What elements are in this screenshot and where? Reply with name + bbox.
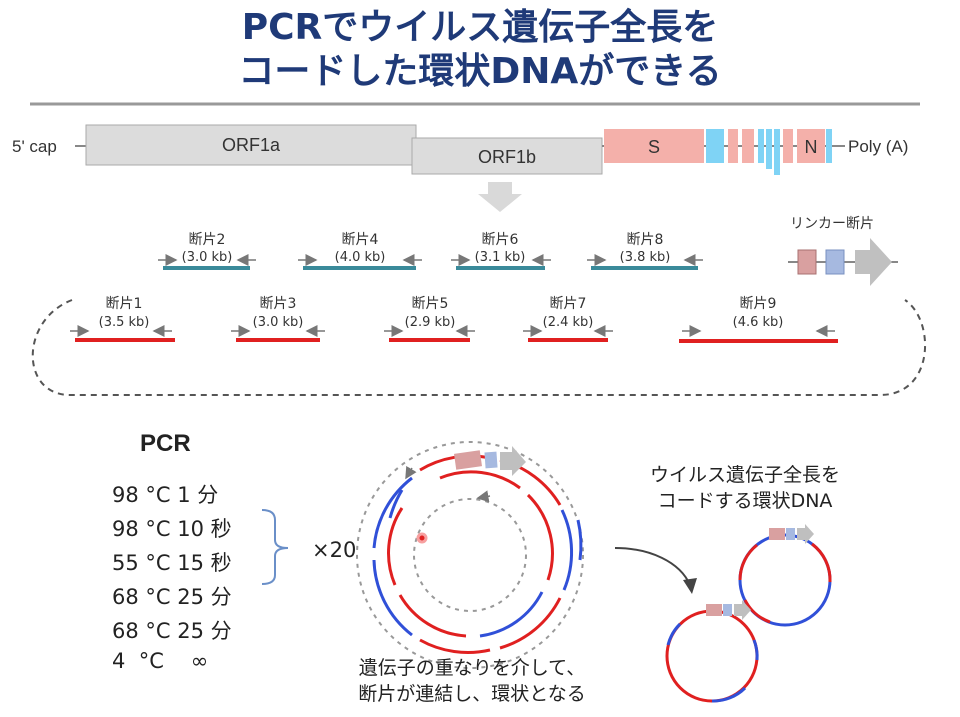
fragment-6: 断片6 (3.1 kb) xyxy=(451,232,551,270)
title-line-2: コードした環状DNAができる xyxy=(238,51,722,92)
svg-text:(4.0 kb): (4.0 kb) xyxy=(335,250,386,265)
orf1b-box xyxy=(411,137,603,175)
fragment-1: 断片1 (3.5 kb) xyxy=(70,296,175,342)
pcr-title: PCR xyxy=(140,430,191,457)
linker-arrow-icon xyxy=(855,238,892,286)
orf1a-label: ORF1a xyxy=(222,135,281,155)
fragment-7: 断片7 (2.4 kb) xyxy=(523,296,613,342)
pcr-step-1: 98 °C 1 分 xyxy=(112,483,219,507)
svg-text:断片8: 断片8 xyxy=(627,232,664,248)
overlap-caption: 遺伝子の重なりを介して、 断片が連結し、環状となる xyxy=(358,657,586,705)
svg-text:(2.4 kb): (2.4 kb) xyxy=(543,315,594,330)
result-caption: ウイルス遺伝子全長を コードする環状DNA xyxy=(649,464,840,512)
circular-dna-2 xyxy=(665,600,759,703)
svg-text:(3.5 kb): (3.5 kb) xyxy=(99,315,150,330)
svg-text:(3.0 kb): (3.0 kb) xyxy=(182,250,233,265)
pcr-step-6: 4 °C ∞ xyxy=(112,649,209,673)
fragment-9: 断片9 (4.6 kb) xyxy=(679,296,838,343)
svg-text:(3.1 kb): (3.1 kb) xyxy=(475,250,526,265)
fragment-5: 断片5 (2.9 kb) xyxy=(384,296,475,342)
svg-text:(3.8 kb): (3.8 kb) xyxy=(620,250,671,265)
svg-text:断片9: 断片9 xyxy=(740,296,777,312)
svg-text:断片1: 断片1 xyxy=(106,296,143,312)
fragment-8: 断片8 (3.8 kb) xyxy=(587,232,703,270)
svg-text:断片7: 断片7 xyxy=(550,296,587,312)
linker-label: リンカー断片 xyxy=(790,216,874,232)
linker-fragment: リンカー断片 xyxy=(788,216,898,286)
svg-text:断片5: 断片5 xyxy=(412,296,449,312)
svg-text:(2.9 kb): (2.9 kb) xyxy=(405,315,456,330)
assembly-circle xyxy=(356,441,584,669)
down-arrow-icon xyxy=(478,182,522,212)
cycle-bracket xyxy=(261,509,289,585)
n-gene-box xyxy=(797,129,825,163)
poly-a-label: Poly (A) xyxy=(848,137,908,156)
five-prime-cap-label: 5' cap xyxy=(12,137,57,156)
fragment-3: 断片3 (3.0 kb) xyxy=(231,296,325,342)
fragment-2: 断片2 (3.0 kb) xyxy=(158,232,256,270)
accessory-gene xyxy=(706,129,724,163)
circular-dna-1 xyxy=(738,524,832,627)
pcr-step-2: 98 °C 10 秒 xyxy=(112,517,232,541)
insert-arrow-icon xyxy=(500,446,526,476)
svg-text:断片3: 断片3 xyxy=(260,296,297,312)
s-gene-label: S xyxy=(648,137,660,157)
result-arrow xyxy=(614,547,691,586)
svg-text:(4.6 kb): (4.6 kb) xyxy=(733,315,784,330)
pcr-step-3: 55 °C 15 秒 xyxy=(112,551,232,575)
title-line-1: PCRでウイルス遺伝子全長を xyxy=(241,7,719,48)
orf1b-label: ORF1b xyxy=(478,147,536,167)
orf1a-box xyxy=(85,124,417,166)
svg-text:断片2: 断片2 xyxy=(189,232,226,248)
svg-text:(3.0 kb): (3.0 kb) xyxy=(253,315,304,330)
pcr-step-4: 68 °C 25 分 xyxy=(112,585,232,609)
s-gene-box xyxy=(604,129,704,163)
pcr-step-5: 68 °C 25 分 xyxy=(112,619,232,643)
cycle-count: ×20 xyxy=(312,538,357,562)
svg-text:断片6: 断片6 xyxy=(482,232,519,248)
svg-text:断片4: 断片4 xyxy=(342,232,379,248)
fragment-4: 断片4 (4.0 kb) xyxy=(298,232,422,270)
n-gene-label: N xyxy=(805,137,818,157)
circularization-loop xyxy=(31,299,926,396)
